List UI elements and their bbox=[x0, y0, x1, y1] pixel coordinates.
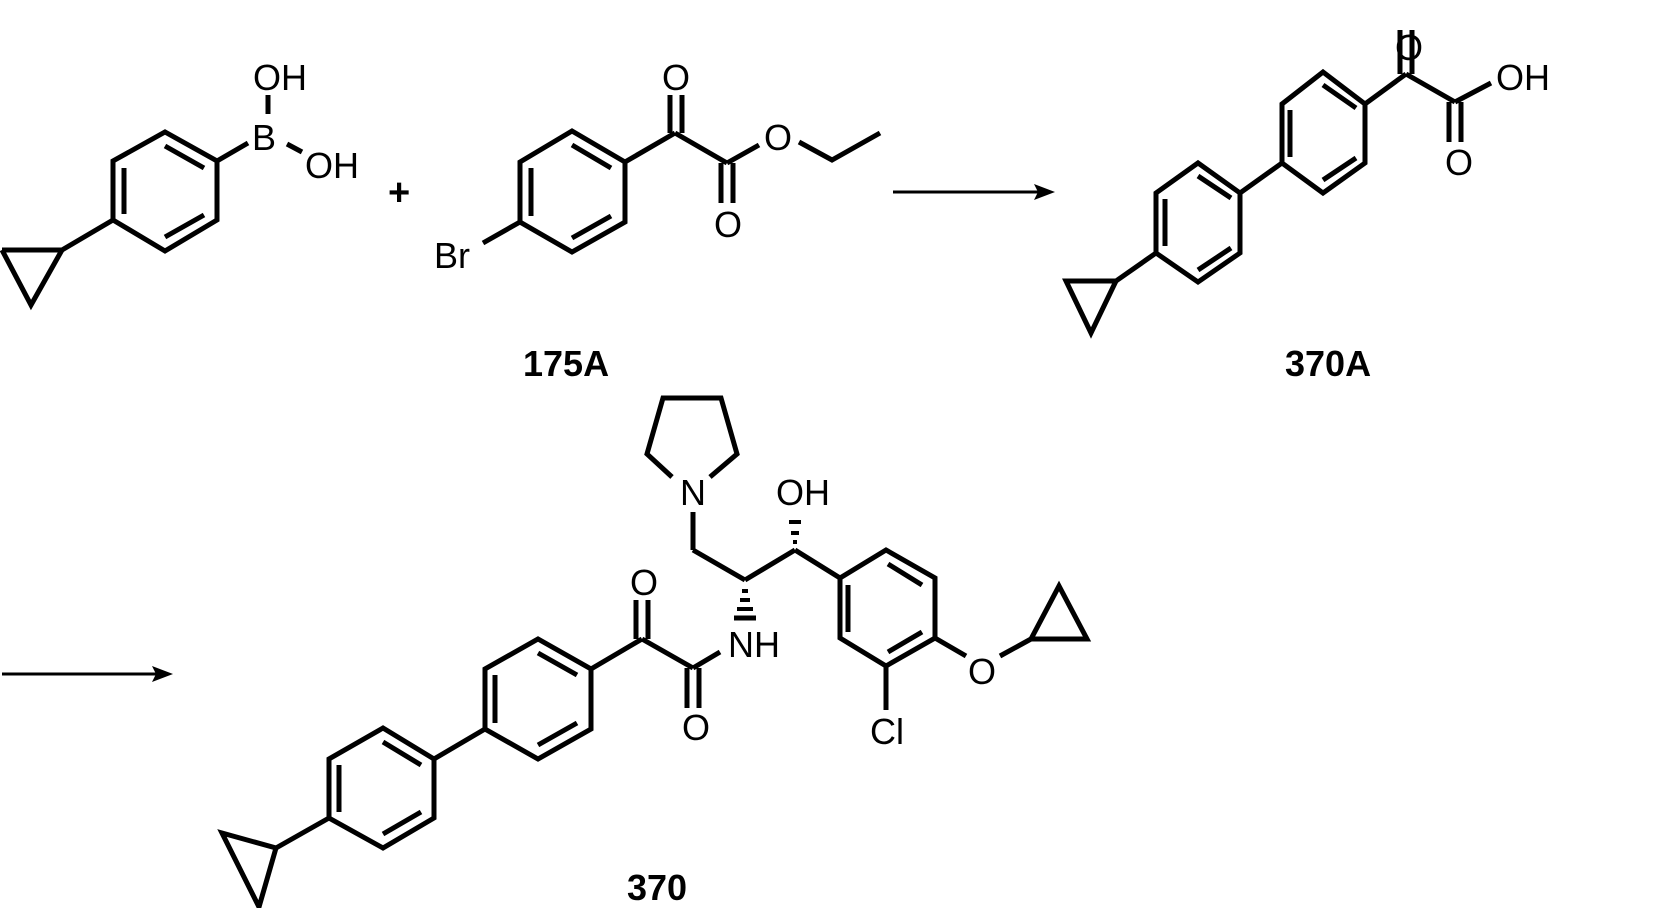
chlorine-atom: Cl bbox=[870, 711, 904, 752]
oxygen-atom: O bbox=[1395, 27, 1423, 68]
compound-label-175A: 175A bbox=[523, 343, 609, 384]
reaction-arrow-2 bbox=[2, 666, 173, 682]
hashed-wedge-bond bbox=[734, 589, 756, 621]
compound-label-370A: 370A bbox=[1285, 343, 1371, 384]
oxygen-atom: O bbox=[682, 707, 710, 748]
plus-sign: + bbox=[388, 172, 410, 214]
oxygen-atom: O bbox=[764, 117, 792, 158]
compound-label-370: 370 bbox=[627, 867, 687, 908]
oxygen-atom: O bbox=[662, 57, 690, 98]
oxygen-atom: O bbox=[714, 204, 742, 245]
boron-atom: B bbox=[252, 117, 276, 158]
compound-370A-structure: O O OH bbox=[1062, 27, 1550, 339]
hydroxyl-atom: OH bbox=[305, 145, 359, 186]
oxygen-atom: O bbox=[630, 562, 658, 603]
bromine-atom: Br bbox=[434, 235, 470, 276]
compound-370-structure: O O NH N OH bbox=[217, 395, 1092, 908]
oxygen-atom: O bbox=[968, 651, 996, 692]
compound-175A-structure: Br O O O bbox=[434, 57, 882, 276]
hydroxyl-atom: OH bbox=[1496, 57, 1550, 98]
hashed-wedge-bond bbox=[789, 520, 801, 544]
oxygen-atom: O bbox=[1445, 142, 1473, 183]
reaction-arrow-1 bbox=[893, 184, 1055, 200]
nitrogen-atom: N bbox=[680, 472, 706, 513]
hydroxyl-atom: OH bbox=[253, 57, 307, 98]
nh-atom: NH bbox=[728, 624, 780, 665]
boronic-acid-structure: B OH OH bbox=[0, 57, 359, 311]
hydroxyl-atom: OH bbox=[776, 472, 830, 513]
